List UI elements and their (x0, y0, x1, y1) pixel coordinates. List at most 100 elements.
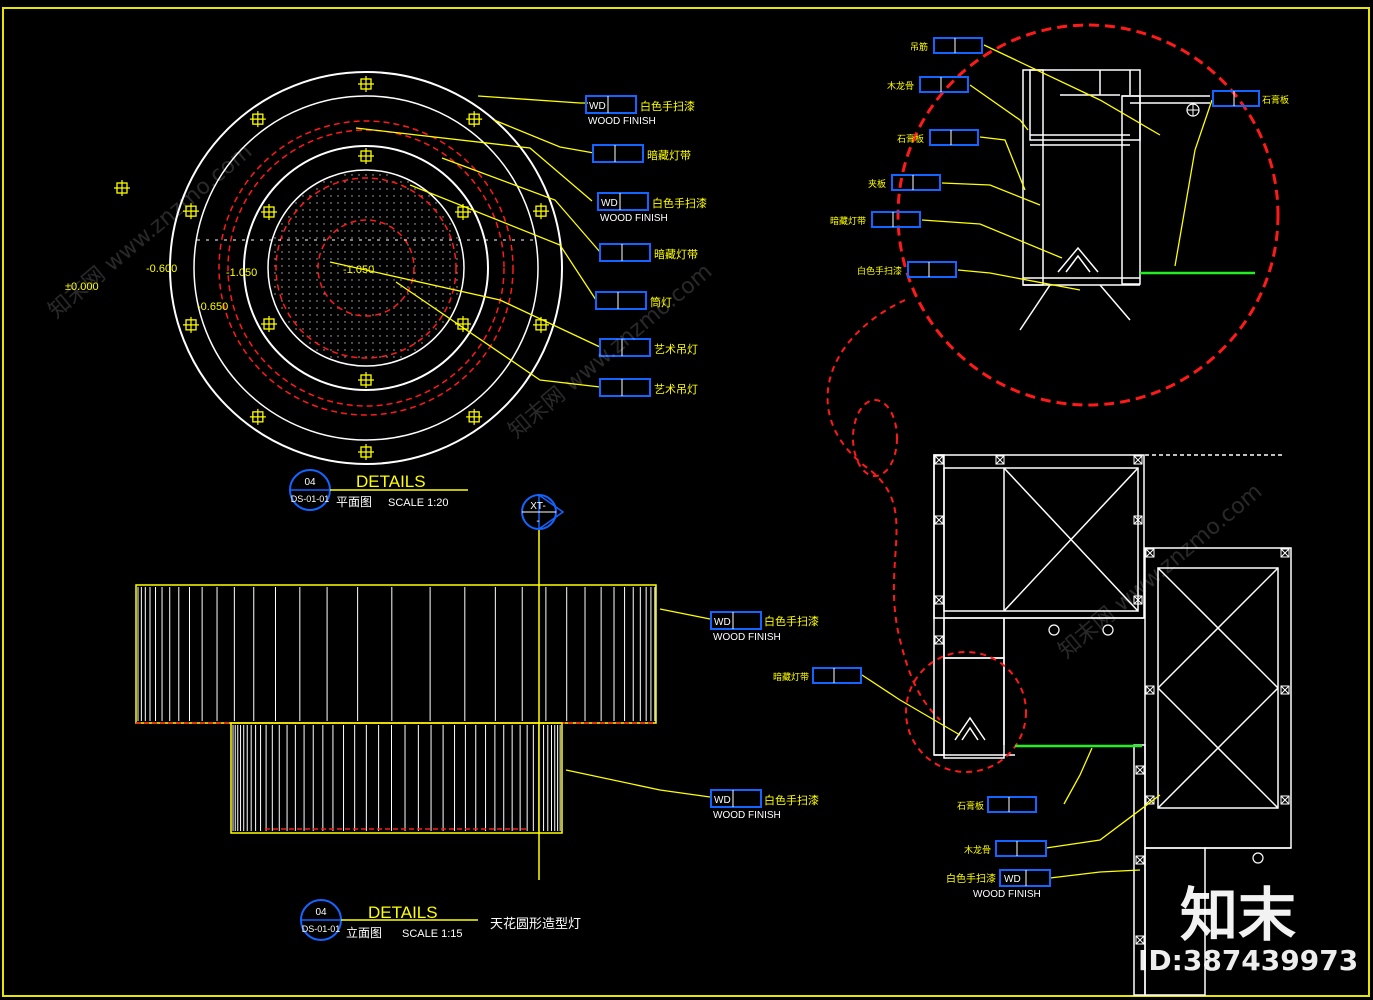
plan-dot (295, 230, 297, 232)
svg-text:04: 04 (315, 907, 327, 918)
plan-dot (421, 314, 423, 316)
plan-dot (372, 209, 374, 211)
plan-dot (421, 258, 423, 260)
plan-dot (302, 300, 304, 302)
plan-dot (323, 286, 325, 288)
plan-dot (442, 272, 444, 274)
plan-dot (400, 223, 402, 225)
plan-dot (393, 335, 395, 337)
plan-dot (400, 195, 402, 197)
plan-dot (316, 279, 318, 281)
plan-dot (428, 286, 430, 288)
plan-dot (400, 265, 402, 267)
svg-text:石膏板: 石膏板 (1262, 94, 1289, 105)
plan-dot (281, 258, 283, 260)
plan-dot (379, 328, 381, 330)
svg-text:暗藏灯带: 暗藏灯带 (654, 247, 698, 261)
plan-dot (295, 251, 297, 253)
plan-dot (372, 286, 374, 288)
plan-dot (323, 265, 325, 267)
plan-dot (379, 265, 381, 267)
downlight-icon (532, 203, 549, 220)
elevation-lower-slats (232, 725, 561, 831)
plan-dot (344, 216, 346, 218)
plan-dot (344, 328, 346, 330)
plan-leaders (329, 95, 601, 388)
plan-dot (281, 307, 283, 309)
plan-dot (442, 244, 444, 246)
plan-dot (449, 286, 451, 288)
plan-dot (379, 216, 381, 218)
plan-dot (365, 237, 367, 239)
bolt-mark (1280, 795, 1290, 805)
plan-dot (393, 314, 395, 316)
bolt-mark (1133, 515, 1143, 525)
plan-dot (379, 209, 381, 211)
plan-tag-4: 暗藏灯带 (599, 243, 698, 262)
plan-dot (442, 300, 444, 302)
plan-dot (365, 307, 367, 309)
plan-dot (274, 279, 276, 281)
plan-dot (421, 272, 423, 274)
plan-dot (316, 195, 318, 197)
plan-dot (421, 342, 423, 344)
svg-text:白色手扫漆: 白色手扫漆 (946, 872, 996, 885)
plan-dot (449, 272, 451, 274)
plan-dot (344, 202, 346, 204)
svg-text:艺术吊灯: 艺术吊灯 (654, 383, 698, 396)
plan-dot (337, 300, 339, 302)
plan-dot (372, 279, 374, 281)
plan-dot (358, 230, 360, 232)
svg-text:吊筋: 吊筋 (910, 41, 928, 52)
plan-dot (400, 258, 402, 260)
plan-dot (407, 321, 409, 323)
plan-dot (344, 251, 346, 253)
plan-dot (372, 216, 374, 218)
plan-hidden-ring-1 (218, 120, 514, 416)
plan-dot (428, 244, 430, 246)
enlarged-tag-2: 木龙骨 (887, 76, 969, 93)
svg-text:WOOD FINISH: WOOD FINISH (713, 810, 781, 821)
plan-dot (351, 328, 353, 330)
plan-dot (365, 202, 367, 204)
plan-dot (449, 251, 451, 253)
plan-dot (379, 321, 381, 323)
plan-dot (337, 230, 339, 232)
plan-dot (372, 251, 374, 253)
enlarged-detail-geometry (1019, 69, 1210, 331)
elevation-tag-2: WD 白色手扫漆 WOOD FINISH (710, 789, 819, 821)
plan-dot (400, 181, 402, 183)
plan-dot (421, 244, 423, 246)
plan-dot (281, 272, 283, 274)
plan-dot (442, 223, 444, 225)
plan-dot (274, 272, 276, 274)
plan-dot (449, 223, 451, 225)
plan-dot (365, 244, 367, 246)
plan-dot (302, 244, 304, 246)
plan-dot (393, 272, 395, 274)
plan-dot (435, 216, 437, 218)
section-geometry (933, 454, 1292, 996)
plan-dot (379, 279, 381, 281)
plan-dot (337, 356, 339, 358)
plan-dot (351, 237, 353, 239)
svg-text:-: - (536, 516, 539, 527)
plan-ring-2 (193, 95, 539, 441)
plan-dot (295, 300, 297, 302)
plan-dot (428, 230, 430, 232)
plan-dot (358, 335, 360, 337)
plan-dot (421, 237, 423, 239)
plan-dot (309, 293, 311, 295)
plan-dot (358, 356, 360, 358)
plan-dot (414, 188, 416, 190)
plan-dot (316, 314, 318, 316)
plan-dot (302, 251, 304, 253)
plan-tag-6: 艺术吊灯 (599, 338, 698, 357)
plan-dot (372, 244, 374, 246)
plan-dot (316, 237, 318, 239)
plan-dot (372, 272, 374, 274)
watermark-brand: 知末 (1180, 881, 1297, 949)
plan-dot (316, 328, 318, 330)
plan-dot (330, 349, 332, 351)
plan-dot (393, 223, 395, 225)
